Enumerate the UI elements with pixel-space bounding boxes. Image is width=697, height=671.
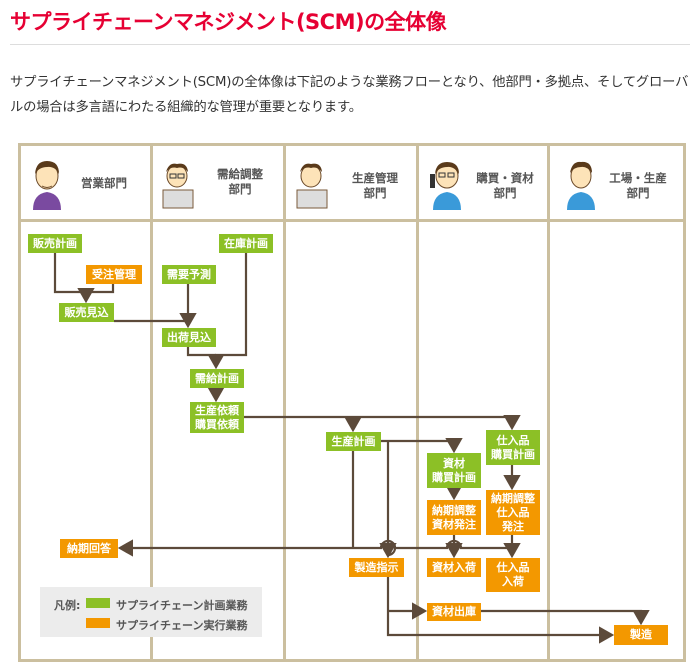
manufacturing-box: 製造 bbox=[614, 625, 668, 645]
sales-plan-box: 販売計画 bbox=[28, 234, 82, 253]
shipment-forecast-box: 出荷見込 bbox=[162, 328, 216, 347]
title-divider bbox=[10, 44, 690, 45]
header-divider bbox=[18, 219, 686, 222]
legend-execution-swatch bbox=[86, 618, 110, 628]
dept-production-label: 生産管理部門 bbox=[352, 171, 398, 200]
sales-forecast-box: 販売見込 bbox=[59, 303, 114, 322]
column-divider bbox=[416, 143, 419, 662]
dept-factory-label: 工場・生産部門 bbox=[609, 171, 667, 200]
legend-execution-text: サプライチェーン実行業務 bbox=[116, 619, 248, 632]
order-management-box: 受注管理 bbox=[86, 265, 142, 284]
purchasing-person-icon bbox=[430, 162, 461, 210]
production-person-icon bbox=[296, 163, 328, 209]
sales-person-icon bbox=[33, 161, 61, 210]
column-divider bbox=[150, 143, 153, 662]
dept-purchasing-label: 購買・資材部門 bbox=[476, 171, 534, 200]
factory-person-icon bbox=[567, 161, 595, 210]
flow-arrow bbox=[386, 576, 615, 644]
inventory-plan-box: 在庫計画 bbox=[219, 234, 273, 253]
production-plan-box: 生産計画 bbox=[326, 432, 381, 451]
column-divider bbox=[283, 143, 286, 662]
material-purchase-plan-box: 資材購買計画 bbox=[427, 453, 481, 488]
legend-planning-text: サプライチェーン計画業務 bbox=[116, 599, 248, 612]
column-divider bbox=[547, 143, 550, 662]
intro-paragraph: サプライチェーンマネジメント(SCM)の全体像は下記のような業務フローとなり、他… bbox=[10, 75, 689, 115]
flow-arrow bbox=[243, 414, 521, 431]
material-arrival-box: 資材入荷 bbox=[427, 558, 481, 577]
dept-supply-demand-label: 需給調整部門 bbox=[217, 167, 263, 196]
dept-sales-label: 営業部門 bbox=[81, 176, 127, 190]
manufacturing-order-box: 製造指示 bbox=[349, 558, 404, 577]
material-issue-box: 資材出庫 bbox=[427, 603, 481, 621]
production-purchase-request-box: 生産依頼購買依頼 bbox=[190, 402, 244, 433]
page-title: サプライチェーンマネジメント(SCM)の全体像 bbox=[10, 10, 447, 34]
goods-order-box: 納期調整仕入品発注 bbox=[486, 490, 540, 535]
delivery-reply-box: 納期回答 bbox=[60, 539, 118, 558]
demand-forecast-box: 需要予測 bbox=[162, 265, 216, 284]
material-order-box: 納期調整資材発注 bbox=[427, 500, 481, 535]
legend-planning-swatch bbox=[86, 598, 110, 608]
legend-label: 凡例: bbox=[54, 599, 81, 612]
supply-demand-person-icon bbox=[162, 163, 194, 209]
flow-arrow bbox=[481, 609, 650, 626]
goods-arrival-box: 仕入品入荷 bbox=[486, 558, 540, 592]
legend: 凡例: サプライチェーン計画業務 サプライチェーン実行業務 bbox=[40, 587, 262, 637]
flow-arrow bbox=[381, 437, 463, 454]
goods-purchase-plan-box: 仕入品購買計画 bbox=[486, 430, 540, 465]
supply-demand-plan-box: 需給計画 bbox=[190, 369, 244, 388]
flow-line bbox=[186, 346, 216, 357]
diagram-frame bbox=[18, 143, 686, 662]
flow-arrow bbox=[207, 252, 248, 370]
